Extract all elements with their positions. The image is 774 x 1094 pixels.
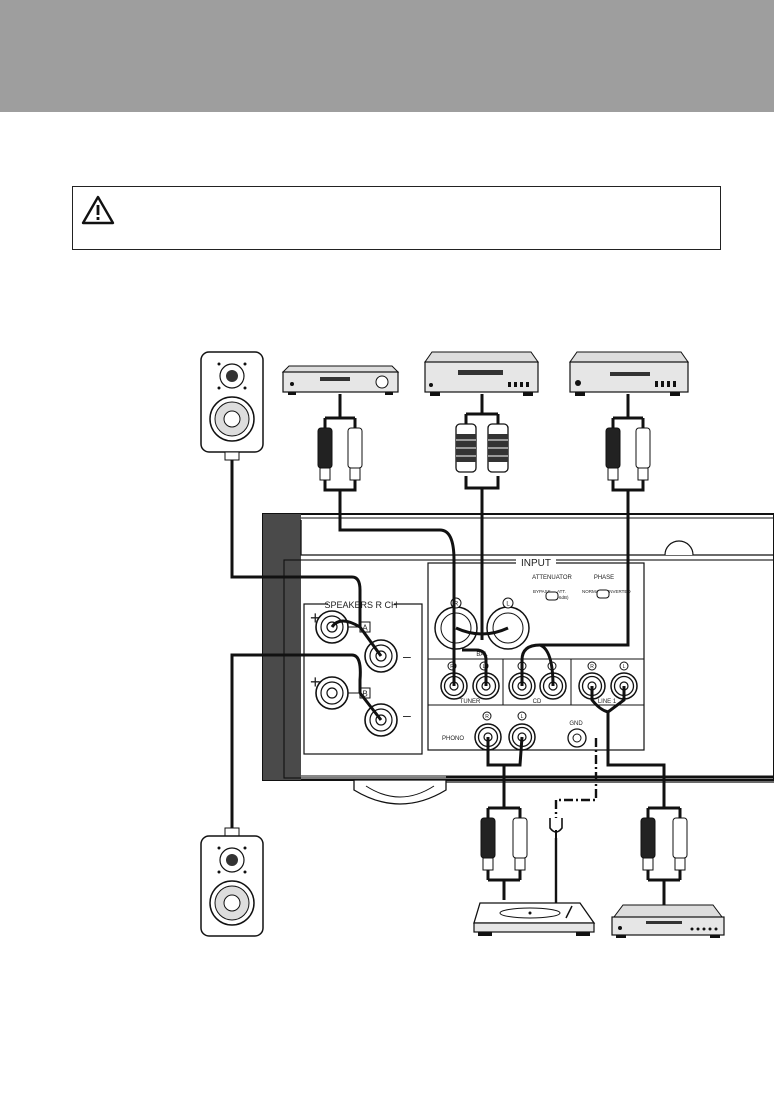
plus-label-a: +	[310, 608, 321, 628]
attenuator-switch[interactable]	[545, 591, 559, 601]
disc-player-icon	[611, 904, 725, 938]
bal-label: BAL	[476, 652, 488, 658]
svg-text:L: L	[483, 664, 486, 670]
svg-text:R: R	[590, 664, 594, 670]
cd-player-icon	[424, 351, 539, 396]
speaker-icon	[200, 351, 264, 461]
ground-plug-icon	[549, 818, 563, 840]
network-player-icon	[569, 351, 689, 396]
turntable-icon	[473, 902, 596, 936]
speaker-terminal-b-plus[interactable]	[315, 676, 349, 710]
speaker-a-label: A	[362, 624, 368, 633]
plus-label-b: +	[310, 672, 321, 692]
phase-title: PHASE	[594, 575, 614, 581]
gnd-terminal[interactable]	[567, 728, 587, 748]
input-title: INPUT	[521, 558, 551, 569]
cables	[230, 394, 682, 905]
cd-label: CD	[533, 699, 542, 705]
phase-inverted: INVERTED	[608, 589, 631, 594]
attenuator-bypass: BYPASS	[533, 589, 551, 594]
svg-text:L: L	[506, 602, 510, 608]
speaker-icon	[200, 827, 264, 937]
warning-triangle-icon	[81, 195, 115, 225]
speaker-b-label: B	[362, 690, 367, 699]
attenuator-att: ATT.	[557, 589, 566, 594]
attenuator-db: (-6dB)	[556, 595, 569, 600]
svg-text:L: L	[623, 664, 626, 670]
phase-switch[interactable]	[596, 589, 610, 599]
phase-normal: NORMAL	[582, 589, 602, 594]
phono-label: PHONO	[442, 736, 464, 742]
tuner-label: TUNER	[460, 699, 481, 705]
line1-label: LINE 1	[598, 699, 617, 705]
svg-text:R: R	[450, 664, 454, 670]
minus-label-b: –	[403, 707, 411, 723]
caution-box	[72, 186, 721, 250]
svg-text:R: R	[454, 602, 459, 608]
tuner-device-icon	[281, 365, 400, 395]
xlr-plug-icon	[455, 423, 509, 473]
header-band	[0, 0, 774, 112]
attenuator-title: ATTENUATOR	[532, 575, 572, 581]
gnd-label: GND	[569, 721, 583, 727]
svg-text:R: R	[485, 714, 489, 720]
svg-text:L: L	[521, 714, 524, 720]
minus-label-a: –	[403, 648, 411, 664]
